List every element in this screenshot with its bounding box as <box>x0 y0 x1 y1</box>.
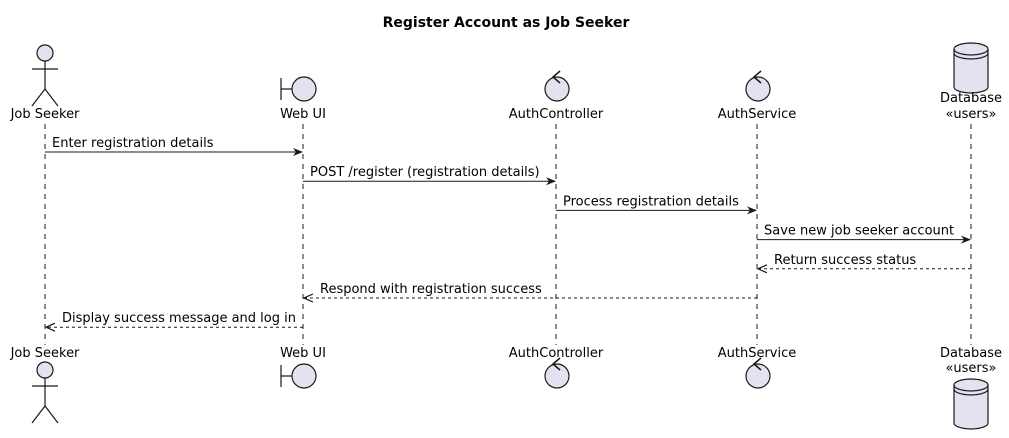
participant-stereotype: «users» <box>945 361 996 376</box>
message-label: POST /register (registration details) <box>310 165 540 180</box>
database-icon <box>953 42 989 94</box>
participant-top-ac: AuthController <box>509 70 604 122</box>
participant-name: Job Seeker <box>10 107 80 122</box>
participant-top-js: Job Seeker <box>10 44 80 122</box>
participant-bottom-js: Job Seeker <box>10 346 80 424</box>
boundary-icon <box>280 76 317 102</box>
actor-icon <box>31 361 59 424</box>
control-icon <box>544 357 570 389</box>
boundary-icon <box>280 363 317 389</box>
message-6: Respond with registration success <box>304 282 757 298</box>
message-label: Save new job seeker account <box>764 224 954 239</box>
message-label: Display success message and log in <box>62 311 296 326</box>
participant-name: AuthController <box>509 107 604 122</box>
actor-icon <box>31 44 59 107</box>
participant-bottom-ui: Web UI <box>280 346 326 389</box>
message-label: Enter registration details <box>52 136 214 151</box>
participant-top-ui: Web UI <box>280 76 326 122</box>
message-label: Return success status <box>774 253 916 268</box>
diagram-title: Register Account as Job Seeker <box>383 15 630 31</box>
message-7: Display success message and log in <box>46 311 303 327</box>
message-3: Process registration details <box>556 194 757 215</box>
message-label: Process registration details <box>563 194 739 209</box>
participant-name: AuthService <box>718 107 797 122</box>
control-icon <box>544 70 570 102</box>
participant-bottom-db: Database«users» <box>940 346 1002 430</box>
participant-name: Database <box>940 346 1002 361</box>
message-1: Enter registration details <box>45 136 303 156</box>
message-5: Return success status <box>758 253 971 269</box>
participant-name: Job Seeker <box>10 346 80 361</box>
participant-name: Web UI <box>280 346 326 361</box>
control-icon <box>745 357 771 389</box>
participant-name: AuthService <box>718 346 797 361</box>
message-label: Respond with registration success <box>320 282 542 297</box>
message-4: Save new job seeker account <box>757 224 971 244</box>
participant-name: Database <box>940 91 1002 106</box>
participant-top-as: AuthService <box>718 70 797 122</box>
participant-name: AuthController <box>509 346 604 361</box>
participant-stereotype: «users» <box>945 107 996 122</box>
database-icon <box>953 378 989 430</box>
participant-top-db: Database«users» <box>940 42 1002 122</box>
message-2: POST /register (registration details) <box>303 165 556 186</box>
participant-bottom-ac: AuthController <box>509 346 604 389</box>
participant-name: Web UI <box>280 107 326 122</box>
participant-bottom-as: AuthService <box>718 346 797 389</box>
control-icon <box>745 70 771 102</box>
